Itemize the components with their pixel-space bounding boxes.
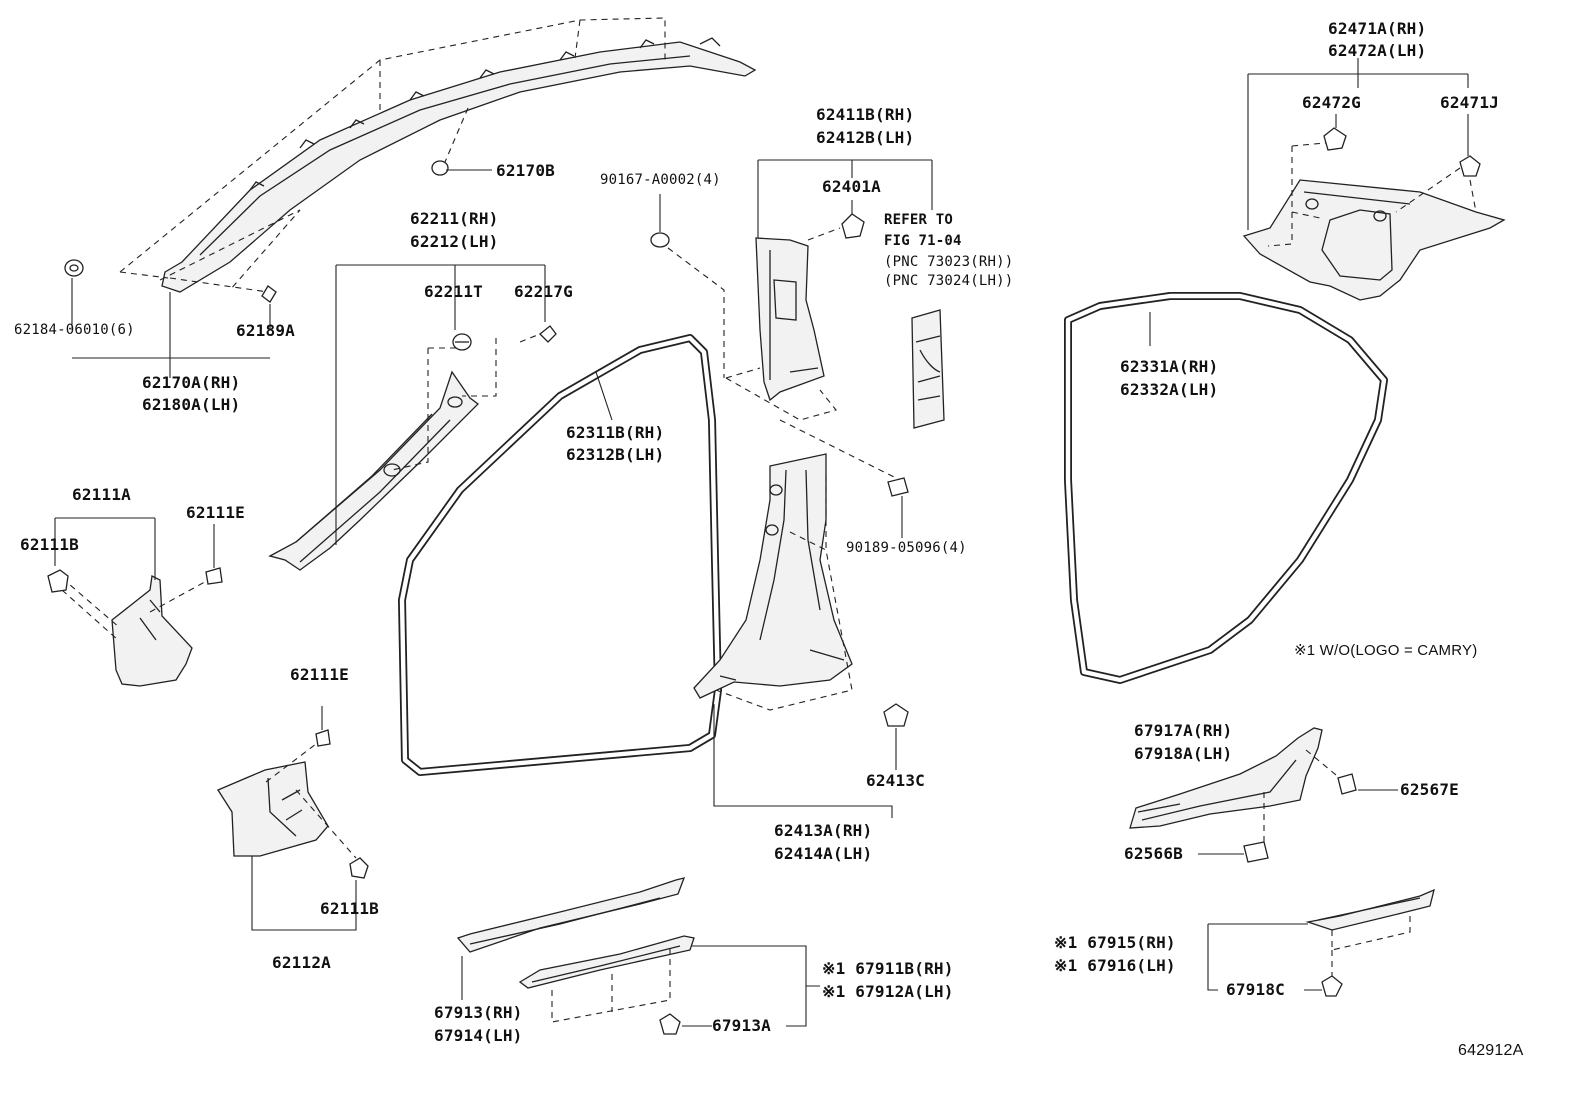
- label-refer-pnc-rh: (PNC 73023(RH)): [884, 254, 1014, 270]
- clip-62111E-top: [205, 524, 223, 585]
- label-62332A: 62332A(LH): [1120, 380, 1219, 399]
- label-67918C: 67918C: [1226, 980, 1285, 999]
- label-62189A: 62189A: [236, 321, 295, 340]
- label-62414A: 62414A(LH): [774, 844, 873, 863]
- label-62472A: 62472A(LH): [1328, 41, 1427, 60]
- label-62212: 62212(LH): [410, 232, 499, 251]
- screw-90167: [650, 194, 725, 378]
- leader-62111A: [54, 517, 156, 580]
- clip-62217G: [539, 325, 557, 343]
- clip-62111B-low: [349, 857, 369, 892]
- screw-62170B: [431, 160, 492, 176]
- label-62184: 62184-06010(6): [14, 322, 135, 338]
- clip-62413C: [883, 703, 909, 770]
- label-67916: ※1 67916(LH): [1054, 956, 1176, 975]
- clip-62184: [64, 259, 84, 277]
- label-62311B: 62311B(RH): [566, 423, 665, 442]
- label-67912A: ※1 67912A(LH): [822, 982, 954, 1001]
- label-62566B: 62566B: [1124, 844, 1183, 863]
- clip-67918C: [1304, 975, 1343, 997]
- label-62312B: 62312B(LH): [566, 445, 665, 464]
- leader-67915: [1207, 923, 1308, 991]
- leader-62413A: [713, 704, 893, 818]
- front-door-weatherstrip-part: [398, 334, 722, 776]
- label-62331A: 62331A(RH): [1120, 357, 1219, 376]
- label-62411B: 62411B(RH): [816, 105, 915, 124]
- rear-door-weatherstrip-part: [1064, 292, 1388, 684]
- label-62471A: 62471A(RH): [1328, 19, 1427, 38]
- label-62112A: 62112A: [272, 953, 331, 972]
- label-62401A: 62401A: [822, 177, 881, 196]
- clip-62111B-top: [47, 569, 69, 593]
- center-pillar-upper-garnish-part: [725, 227, 841, 421]
- rear-door-scuff-plate-part: [1305, 888, 1435, 980]
- roof-side-inner-garnish-part: [1242, 141, 1506, 301]
- roof-side-garnish-part: [119, 17, 757, 293]
- clip-62189A: [261, 285, 277, 303]
- clip-62401A: [841, 200, 865, 239]
- leader-62471A: [1247, 58, 1469, 230]
- label-67914: 67914(LH): [434, 1026, 523, 1045]
- label-90167: 90167-A0002(4): [600, 172, 721, 188]
- quarter-scuff-plate-part: [1129, 727, 1343, 848]
- clip-62567E: [1337, 773, 1398, 795]
- label-62170B: 62170B: [496, 161, 555, 180]
- label-62111B-low: 62111B: [320, 899, 379, 918]
- clip-62471J: [1459, 114, 1481, 177]
- label-62211: 62211(RH): [410, 209, 499, 228]
- front-door-scuff-plate-part: [456, 877, 695, 1023]
- clip-90189: [887, 477, 909, 538]
- label-62111A: 62111A: [72, 485, 131, 504]
- clip-62472G: [1323, 114, 1347, 151]
- label-62111E-mid: 62111E: [290, 665, 349, 684]
- clip-62566B: [1198, 841, 1269, 863]
- leader-62170: [71, 278, 271, 378]
- clip-62211T: [452, 333, 472, 351]
- cowl-side-trim-lower-part: [217, 743, 357, 859]
- label-67915: ※1 67915(RH): [1054, 933, 1176, 952]
- label-67913: 67913(RH): [434, 1003, 523, 1022]
- label-refer-pnc-lh: (PNC 73024(LH)): [884, 273, 1014, 289]
- leader-62112A: [251, 856, 357, 931]
- label-62111B-top: 62111B: [20, 535, 79, 554]
- label-62211T: 62211T: [424, 282, 483, 301]
- label-67918A: 67918A(LH): [1134, 744, 1233, 763]
- label-62111E-top: 62111E: [186, 503, 245, 522]
- leader-62211: [335, 264, 546, 545]
- label-67913A: 67913A: [712, 1016, 771, 1035]
- label-62413A: 62413A(RH): [774, 821, 873, 840]
- label-62471J: 62471J: [1440, 93, 1499, 112]
- label-62217G: 62217G: [514, 282, 573, 301]
- label-90189: 90189-05096(4): [846, 540, 967, 556]
- label-62472G: 62472G: [1302, 93, 1361, 112]
- note-w-o-logo: ※1 W/O(LOGO = CAMRY): [1294, 642, 1478, 659]
- label-62180A: 62180A(LH): [142, 395, 241, 414]
- label-62567E: 62567E: [1400, 780, 1459, 799]
- label-62170A: 62170A(RH): [142, 373, 241, 392]
- label-62412B: 62412B(LH): [816, 128, 915, 147]
- figure-id: 642912A: [1458, 1042, 1524, 1059]
- leader-67911B: [692, 945, 820, 1027]
- cowl-side-trim-upper-part: [61, 575, 213, 687]
- leader-62411B: [757, 159, 933, 238]
- label-67911B: ※1 67911B(RH): [822, 959, 954, 978]
- label-refer-to: REFER TO: [884, 212, 954, 228]
- label-refer-fig: FIG 71-04: [884, 233, 962, 249]
- label-62413C: 62413C: [866, 771, 925, 790]
- seat-belt-reference-part: [911, 309, 945, 429]
- clip-67913A: [659, 1013, 712, 1035]
- clip-62111E-mid: [315, 706, 331, 747]
- center-pillar-lower-garnish-part: [693, 419, 901, 711]
- label-67917A: 67917A(RH): [1134, 721, 1233, 740]
